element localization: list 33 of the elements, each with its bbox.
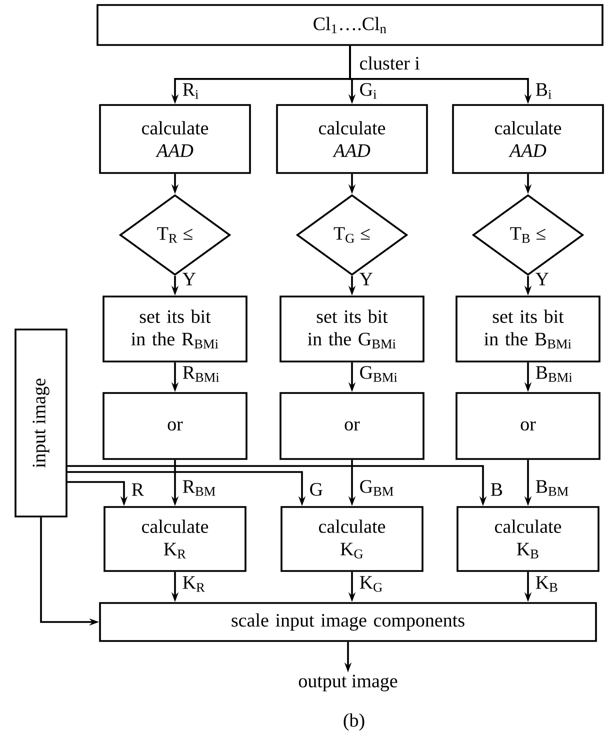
edge-label: G — [308, 482, 324, 498]
process-box: calculate AAD — [276, 104, 428, 174]
caption: (b) — [344, 713, 364, 731]
process-box: calculate AAD — [99, 104, 251, 174]
output-text: output image — [298, 674, 398, 692]
edge-label: R$_{i}$ — [180, 82, 201, 100]
edge-label: K$_{R}$ — [180, 574, 207, 594]
edge-label: R$_{BMi}$ — [180, 364, 222, 384]
input-box: input image — [14, 328, 68, 518]
edge-label: G$_{i}$ — [358, 82, 379, 100]
process-box: calculate K$_{B}$ — [456, 506, 600, 572]
edge-label: R — [130, 482, 146, 498]
process-box: or — [280, 392, 424, 460]
edge-label: K$_{G}$ — [358, 574, 385, 594]
process-box: set its bit in the R$_{BMi}$ — [102, 296, 248, 362]
edge-label: G$_{BM}$ — [358, 478, 396, 498]
process-box: calculate K$_{R}$ — [104, 506, 246, 572]
edge-label: K$_{B}$ — [534, 574, 560, 594]
process-box: or — [456, 392, 600, 460]
edge-label: R$_{BM}$ — [180, 478, 218, 498]
flow-text: cluster i — [360, 56, 420, 70]
process-box: set its bit in the B$_{BMi}$ — [456, 296, 600, 362]
edge-label: B$_{i}$ — [534, 82, 554, 100]
process-box: Cl$_{1}$….Cl$_{n}$ — [96, 4, 604, 46]
edge-label: G$_{BMi}$ — [358, 364, 400, 384]
process-box: calculate AAD — [452, 104, 604, 174]
process-box: calculate K$_{G}$ — [280, 506, 424, 572]
edge-label: B — [488, 482, 504, 498]
process-box: or — [102, 392, 248, 460]
process-box: scale input image components — [99, 602, 597, 642]
edge-label: B$_{BMi}$ — [534, 364, 574, 384]
process-box: set its bit in the G$_{BMi}$ — [280, 296, 424, 362]
edge-label: B$_{BM}$ — [534, 478, 571, 498]
